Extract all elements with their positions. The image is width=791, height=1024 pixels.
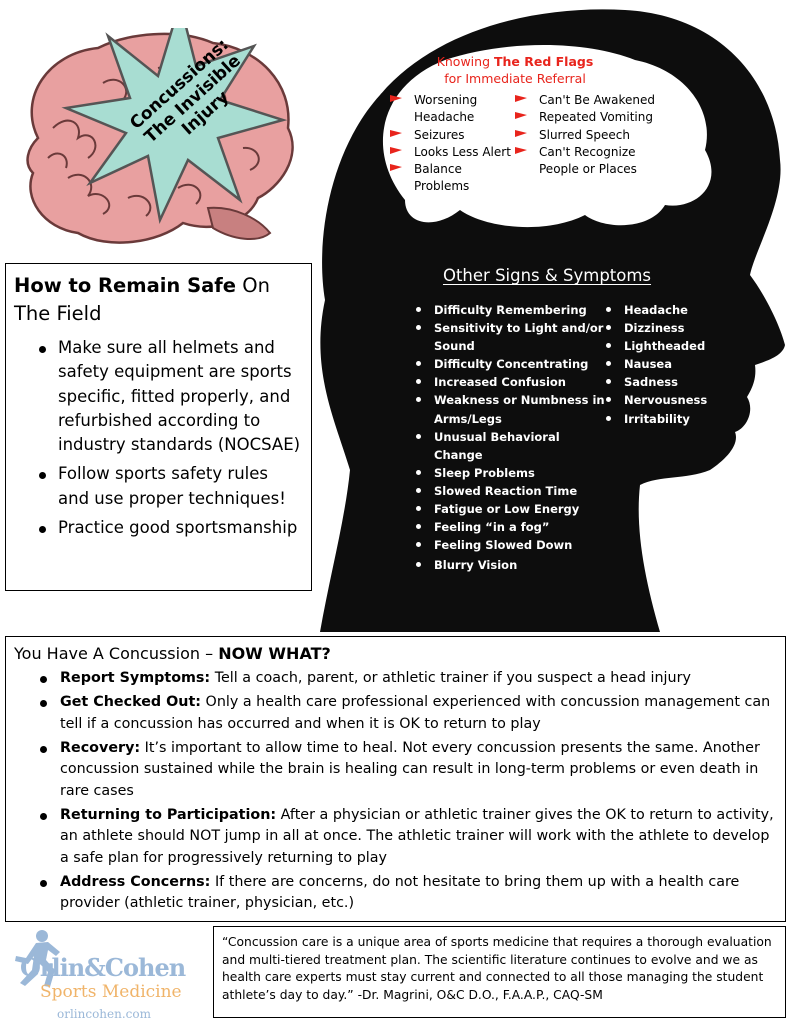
red-flag-text: People or Places: [539, 162, 637, 177]
symptom-item: Weakness or Numbness in: [410, 391, 610, 409]
red-flag-text: Worsening: [414, 93, 478, 107]
red-flag-item: Balance Problems: [390, 161, 520, 196]
now-what-item: Address Concerns: If there are concerns,…: [14, 872, 779, 915]
red-flag-item: Seizures: [390, 127, 520, 144]
red-flag-icon: [515, 146, 527, 154]
red-flag-text: Headache: [414, 110, 475, 125]
red-flag-text: Can't Recognize: [539, 144, 636, 159]
now-what-item-text: Tell a coach, parent, or athletic traine…: [210, 670, 691, 686]
red-flag-item: Slurred Speech: [515, 127, 665, 144]
symptom-item: Increased Confusion: [410, 373, 610, 391]
remain-safe-title: How to Remain Safe On The Field: [14, 272, 304, 328]
now-what-title-bold: NOW WHAT?: [218, 644, 331, 663]
red-flag-icon: [390, 164, 402, 172]
red-flag-item-continued: Headache: [390, 109, 520, 126]
other-signs-left-list: Difficulty Remembering Sensitivity to Li…: [410, 301, 610, 574]
red-flag-icon: [515, 112, 527, 120]
safety-tip: Practice good sportsmanship: [14, 516, 304, 540]
logo-name: Orlin&Cohen: [20, 953, 186, 982]
now-what-list: Report Symptoms: Tell a coach, parent, o…: [14, 668, 779, 917]
red-flag-text: Seizures: [414, 127, 465, 142]
symptom-item: Unusual Behavioral Change: [410, 428, 610, 464]
orlin-cohen-logo: [15, 930, 60, 987]
symptom-item: Headache: [600, 301, 730, 319]
doctor-quote: “Concussion care is a unique area of spo…: [213, 926, 786, 1018]
symptom-item: Dizziness: [600, 319, 730, 337]
symptom-item: Nervousness: [600, 391, 730, 409]
red-flags-title: Knowing The Red Flags for Immediate Refe…: [415, 53, 615, 87]
symptom-item: Fatigue or Low Energy: [410, 500, 610, 518]
brain-illustration: [26, 28, 294, 244]
red-flag-icon: [515, 95, 527, 102]
now-what-item-label: Returning to Participation:: [60, 806, 277, 823]
red-flag-icon: [390, 129, 402, 137]
red-flag-item: Repeated Vomiting: [515, 109, 665, 126]
other-signs-right-list: Headache Dizziness Lightheaded Nausea Sa…: [600, 301, 730, 428]
symptom-item: Difficulty Remembering: [410, 301, 610, 319]
red-flags-title-prefix: Knowing: [436, 54, 494, 69]
safety-tip: Follow sports safety rules and use prope…: [14, 462, 304, 511]
red-flag-item: Worsening: [390, 92, 520, 109]
logo-url[interactable]: orlincohen.com: [57, 1007, 152, 1021]
red-flag-item: Can't Be Awakened: [515, 92, 665, 109]
red-flag-item: Looks Less Alert: [390, 144, 520, 161]
red-flag-icon: [515, 129, 527, 137]
symptom-item: Sadness: [600, 373, 730, 391]
now-what-item: Get Checked Out: Only a health care prof…: [14, 692, 779, 735]
now-what-item-text: It’s important to allow time to heal. No…: [60, 739, 760, 799]
star-burst-shape: [61, 28, 288, 225]
red-flag-icon: [390, 146, 402, 154]
now-what-item: Returning to Participation: After a phys…: [14, 805, 779, 870]
symptom-item: Feeling “in a fog”: [410, 518, 610, 536]
runner-icon: [15, 930, 60, 987]
remain-safe-title-bold: How to Remain Safe: [14, 274, 237, 297]
remain-safe-box: How to Remain Safe On The Field Make sur…: [5, 263, 312, 591]
logo-subtitle: Sports Medicine: [40, 982, 182, 1002]
now-what-item-text: If there are concerns, do not hesitate t…: [60, 873, 740, 912]
now-what-item-label: Report Symptoms:: [60, 670, 211, 686]
red-flag-text: Looks Less Alert: [414, 144, 511, 159]
now-what-item: Report Symptoms: Tell a coach, parent, o…: [14, 668, 779, 690]
symptom-item: Nausea: [600, 355, 730, 373]
symptom-item: Feeling Slowed Down: [410, 536, 610, 554]
remain-safe-title-rest: On The Field: [14, 274, 270, 325]
red-flags-title-line2: for Immediate Referral: [444, 71, 586, 86]
red-flag-text: Can't Be Awakened: [539, 93, 655, 107]
symptom-item: Sleep Problems: [410, 464, 610, 482]
red-flag-item: Can't Recognize: [515, 144, 665, 161]
red-flag-text: Repeated Vomiting: [539, 110, 653, 125]
remain-safe-list: Make sure all helmets and safety equipme…: [14, 336, 304, 540]
head-silhouette: [320, 9, 785, 632]
now-what-item-text: Only a health care professional experien…: [60, 694, 771, 732]
brain-outline-in-head: [382, 45, 712, 228]
symptom-item-continued: Arms/Legs: [434, 411, 502, 426]
now-what-item-label: Get Checked Out:: [60, 694, 202, 710]
symptom-item-continued: Sound: [434, 339, 475, 354]
now-what-title-prefix: You Have A Concussion –: [14, 644, 219, 663]
now-what-title: You Have A Concussion – NOW WHAT?: [14, 643, 331, 665]
red-flags-left-list: Worsening Headache Seizures Looks Less A…: [390, 92, 520, 196]
now-what-item: Recovery: It’s important to allow time t…: [14, 738, 779, 803]
symptom-item: Blurry Vision: [410, 556, 610, 574]
symptom-item: Difficulty Concentrating: [410, 355, 610, 373]
red-flag-item-continued: People or Places: [515, 161, 665, 178]
now-what-item-label: Address Concerns:: [60, 873, 211, 890]
symptom-item: Lightheaded: [600, 337, 730, 355]
red-flag-text: Balance Problems: [414, 162, 470, 194]
now-what-item-text: After a physician or athletic trainer gi…: [60, 806, 774, 866]
red-flag-text: Slurred Speech: [539, 127, 630, 142]
now-what-item-label: Recovery:: [60, 739, 141, 756]
symptom-item: Irritability: [600, 410, 730, 428]
red-flag-icon: [390, 95, 402, 102]
other-signs-title: Other Signs & Symptoms: [442, 266, 652, 285]
safety-tip: Make sure all helmets and safety equipme…: [14, 336, 304, 457]
now-what-box: You Have A Concussion – NOW WHAT? Report…: [5, 636, 786, 922]
symptom-item: Slowed Reaction Time: [410, 482, 610, 500]
symptom-item: Sensitivity to Light and/or: [410, 319, 610, 337]
red-flags-title-bold: The Red Flags: [493, 54, 594, 69]
red-flags-right-list: Can't Be Awakened Repeated Vomiting Slur…: [515, 92, 665, 178]
